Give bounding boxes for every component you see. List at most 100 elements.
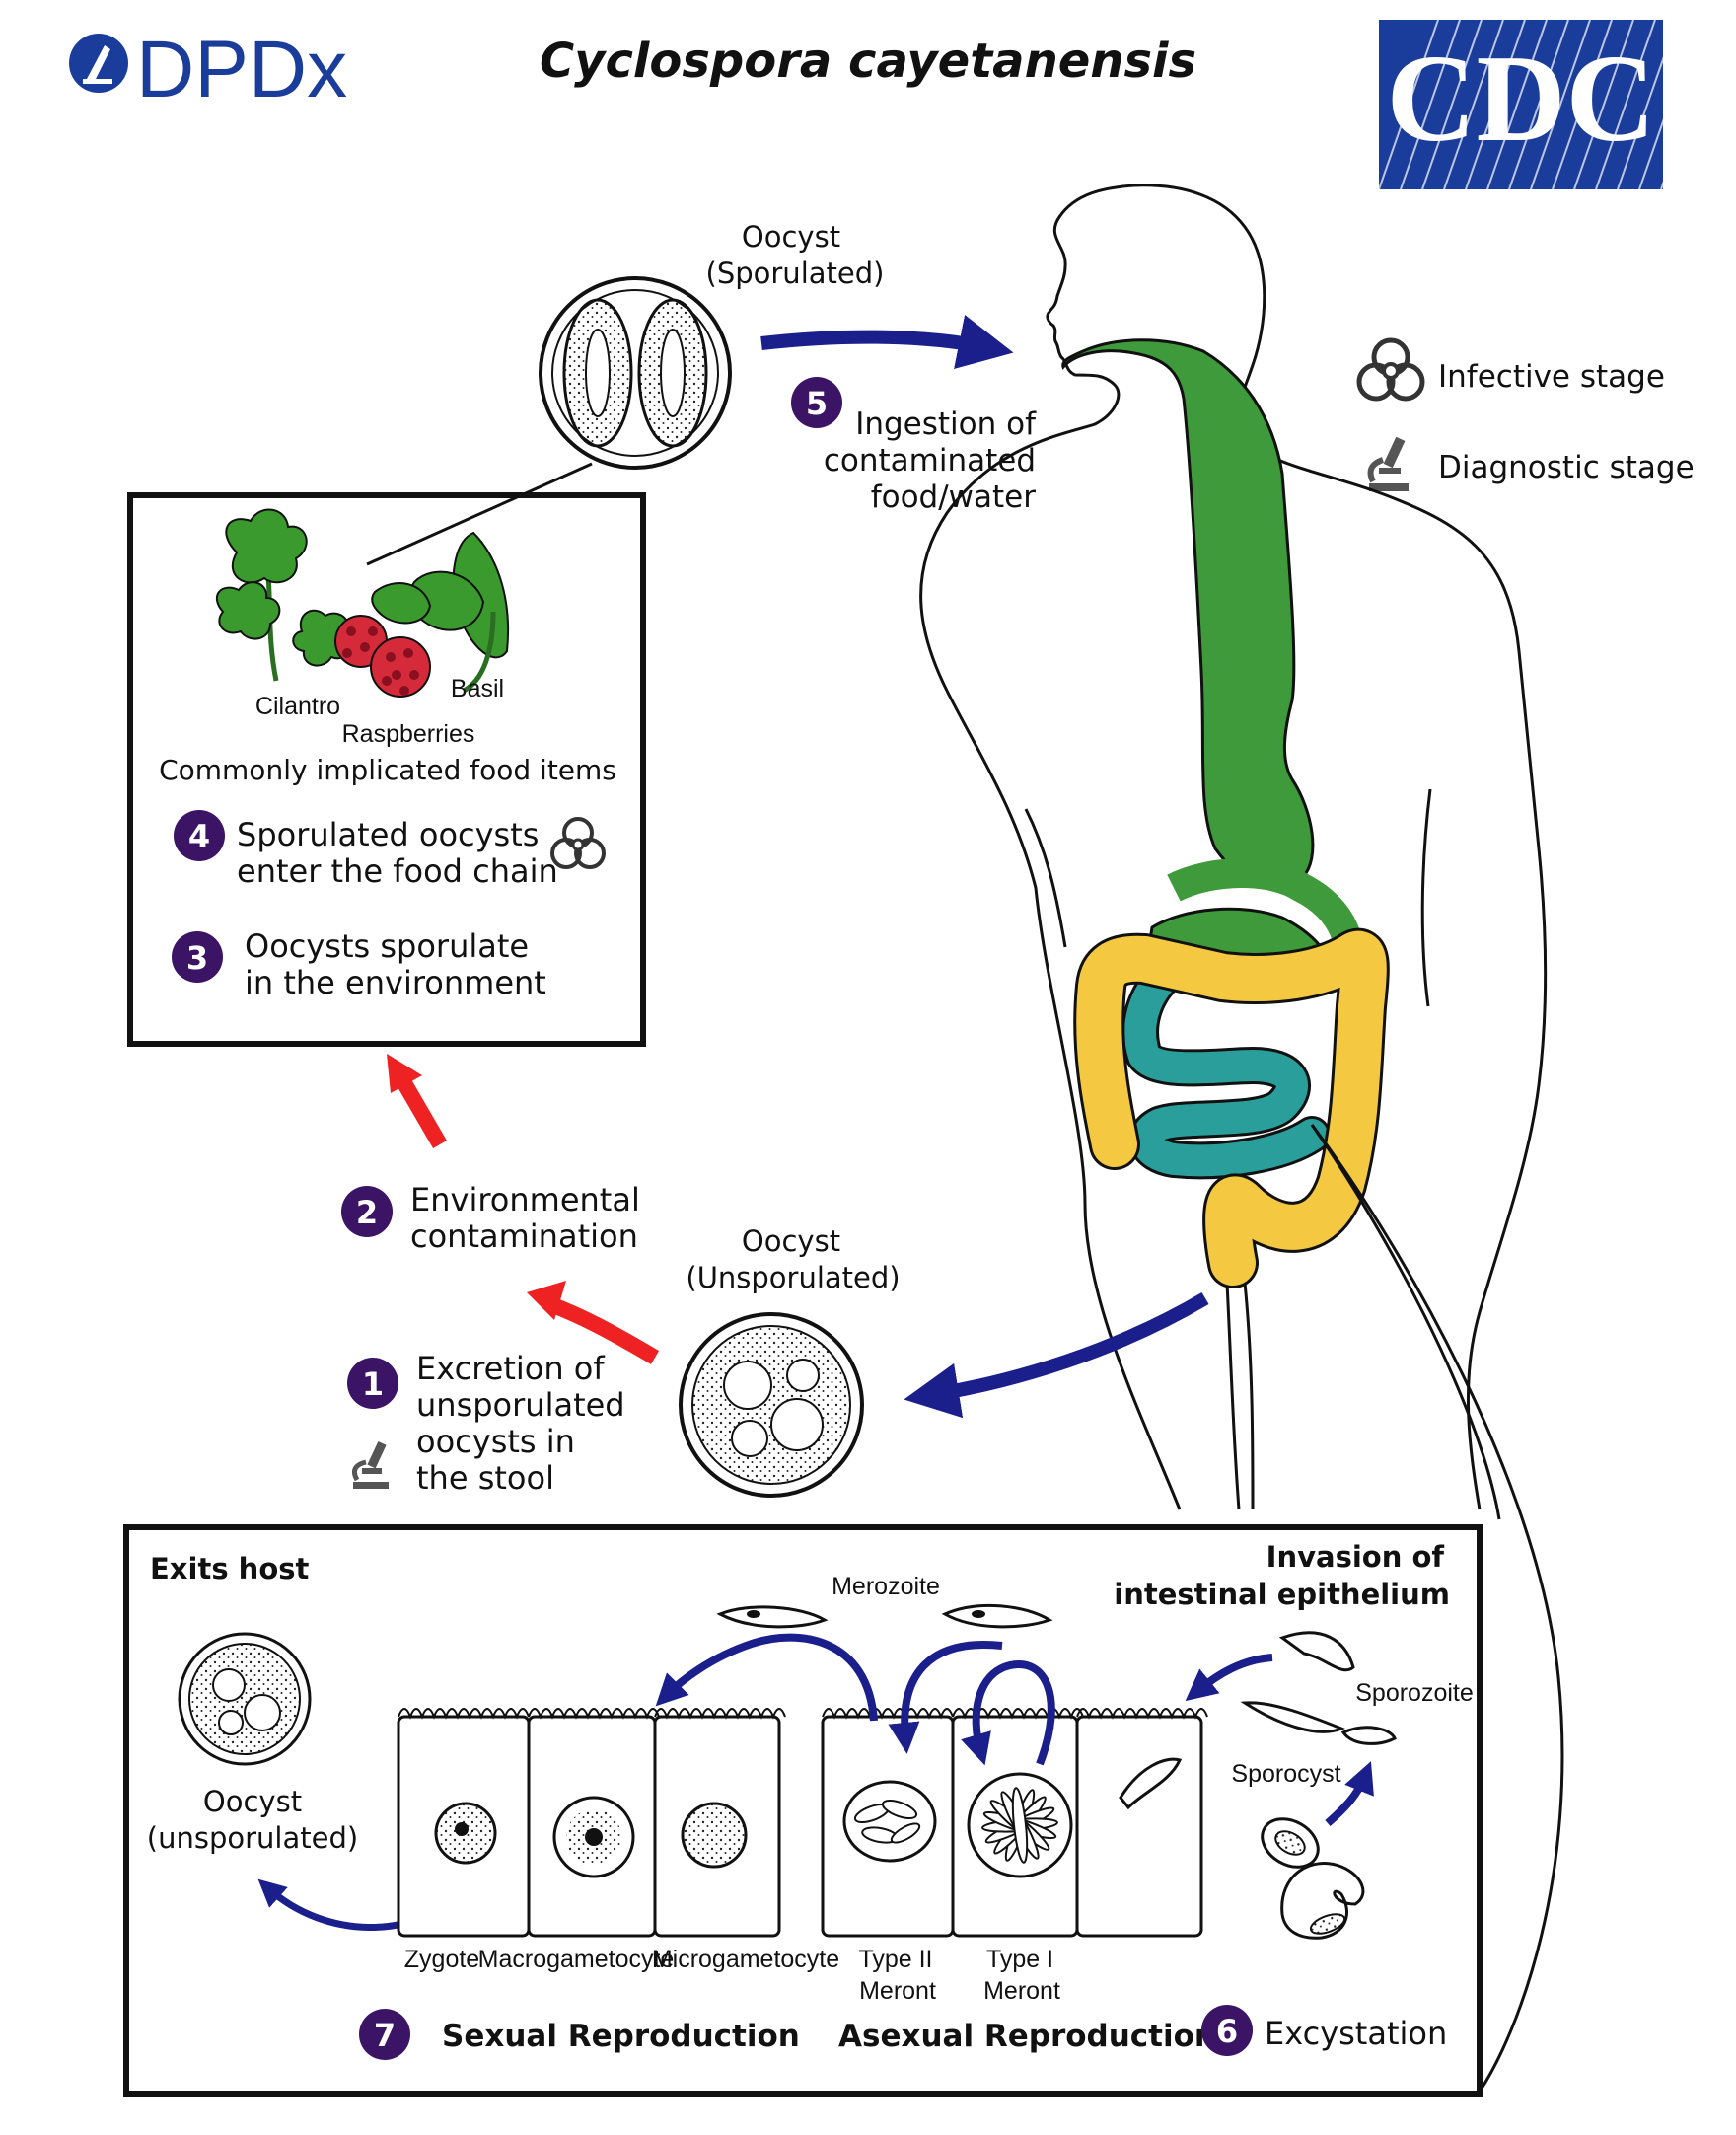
- merozoite-left: [716, 1605, 829, 1629]
- step-4-number: 4: [188, 818, 210, 855]
- macrogametocyte-label: Macrogametocyte: [478, 1946, 675, 1973]
- asexual-reproduction-label: Asexual Reproduction: [838, 2019, 1216, 2054]
- excysting-oocyst: [1280, 1862, 1365, 1940]
- type-1-meront-label-2: Meront: [983, 1977, 1060, 2005]
- step-1-line-2: unsporulated: [416, 1386, 625, 1424]
- zoom-line-inner: [1310, 1124, 1501, 1520]
- oocyst-connector-line: [366, 462, 593, 566]
- step-4-line-1: Sporulated oocysts: [237, 816, 539, 853]
- step-1-line-1: Excretion of: [416, 1350, 605, 1387]
- small-intestine: [1121, 958, 1331, 1180]
- diagnostic-stage-icon: [1367, 436, 1409, 491]
- sexual-reproduction-label: Sexual Reproduction: [442, 2019, 800, 2054]
- step-4-line-2: enter the food chain: [237, 852, 558, 890]
- step-3-line-1: Oocysts sporulate: [245, 927, 529, 965]
- type1-cycle-arrow: [961, 1660, 1055, 1766]
- cilantro-label: Cilantro: [255, 693, 340, 720]
- excystation-label: Excystation: [1265, 2015, 1447, 2052]
- merozoite-to-sexual-arrow: [655, 1633, 878, 1722]
- zoom-line-outer: [1310, 1124, 1564, 2093]
- oocyst-unsporulated-label: Oocyst: [742, 1224, 840, 1258]
- sporozoite-label: Sporozoite: [1355, 1679, 1474, 1707]
- type-1-meront-label-1: Type I: [986, 1946, 1053, 1973]
- step-5-badge: [791, 377, 842, 428]
- page-title: Cyclospora cayetanensis: [540, 34, 1196, 89]
- ingestion-arrow: [760, 315, 1014, 369]
- step-3-badge: [172, 931, 223, 983]
- raspberries-illustration: [334, 615, 431, 698]
- step-5-number: 5: [806, 385, 828, 422]
- sporulated-oocyst: [539, 276, 732, 470]
- step-5-line-1: Ingestion of: [855, 406, 1037, 442]
- epithelial-cell: [1075, 1708, 1208, 1938]
- step-2-line-2: contamination: [410, 1217, 638, 1255]
- raspberries-label: Raspberries: [342, 720, 475, 748]
- step-2-number: 2: [356, 1194, 378, 1231]
- type-2-meront: [842, 1780, 937, 1863]
- arrow-to-environment: [547, 1296, 660, 1364]
- merozoite-right: [941, 1604, 1053, 1629]
- invasion-label-line-2: intestinal epithelium: [1114, 1578, 1450, 1611]
- step-7-badge: [359, 2009, 410, 2060]
- lower-unsporulated-oocyst: [178, 1632, 312, 1766]
- step-6-number: 6: [1216, 2013, 1238, 2050]
- lower-oocyst-sublabel: (unsporulated): [147, 1821, 358, 1855]
- exits-host-label: Exits host: [150, 1552, 310, 1585]
- human-body-outline: [919, 184, 1548, 1510]
- step-1-line-3: oocysts in: [416, 1423, 575, 1460]
- zygote: [434, 1802, 497, 1865]
- legend-diagnostic-label: Diagnostic stage: [1438, 450, 1695, 485]
- invasion-label-line-1: Invasion of: [1266, 1540, 1445, 1574]
- invasion-arrow: [1185, 1654, 1273, 1702]
- step-1-number: 1: [362, 1365, 384, 1403]
- microgametocyte-label: Microgametocyte: [652, 1946, 839, 1973]
- step-2-line-1: Environmental: [410, 1181, 640, 1218]
- sporocyst-label: Sporocyst: [1231, 1760, 1340, 1788]
- excystation-arrow: [1325, 1761, 1374, 1827]
- step-3-number: 3: [186, 939, 208, 977]
- type-2-meront-label-2: Meront: [859, 1977, 936, 2005]
- cdc-logo-text: CDC: [1387, 31, 1656, 168]
- step-7-number: 7: [374, 2017, 396, 2054]
- sporocyst: [1261, 1817, 1320, 1869]
- food-chain-box: [127, 492, 646, 1047]
- oocyst-sporulated-label: Oocyst: [742, 220, 840, 254]
- sporozoites: [1240, 1631, 1397, 1745]
- step-1-diagnostic-icon: [352, 1440, 389, 1489]
- basil-illustration: [371, 531, 509, 694]
- cdc-logo: CDC: [1378, 19, 1736, 190]
- unsporulated-oocyst: [679, 1312, 864, 1498]
- microgametocyte: [681, 1802, 748, 1869]
- step-3-line-2: in the environment: [245, 964, 546, 1001]
- step-6-badge: [1201, 2005, 1253, 2056]
- intestinal-cycle-panel: [123, 1524, 1483, 2097]
- merozoite-label: Merozoite: [832, 1573, 940, 1600]
- cilantro-illustration: [216, 508, 351, 682]
- colon: [1073, 927, 1390, 1288]
- infective-stage-icon: [1356, 337, 1425, 402]
- step-4-infective-icon: [550, 817, 606, 869]
- step-1-line-4: the stool: [416, 1459, 554, 1497]
- dpdx-logo-text: DPDx: [136, 25, 347, 114]
- step-4-badge: [174, 810, 225, 861]
- zygote-label: Zygote: [404, 1946, 479, 1973]
- legend-infective-label: Infective stage: [1438, 359, 1665, 395]
- dpdx-logo: DPDx: [69, 25, 347, 114]
- food-items-label: Commonly implicated food items: [159, 754, 616, 786]
- merozoite-reinvade-arrow: [888, 1641, 1003, 1754]
- sporozoite-in-cell: [1119, 1757, 1183, 1810]
- oocyst-sporulated-sublabel: (Sporulated): [706, 257, 885, 290]
- step-5-line-3: food/water: [871, 479, 1037, 515]
- type-1-meront: [967, 1772, 1073, 1878]
- oocyst-unsporulated-sublabel: (Unsporulated): [686, 1261, 900, 1294]
- step-5-line-2: contaminated: [824, 443, 1036, 479]
- arrow-to-food-box: [398, 1078, 447, 1149]
- type-2-meront-label-1: Type II: [858, 1946, 932, 1973]
- step-1-badge: [347, 1358, 398, 1409]
- macrogametocyte: [552, 1796, 635, 1878]
- epithelial-cells: [397, 1708, 1208, 1938]
- step-2-badge: [341, 1186, 393, 1237]
- excretion-arrow: [904, 1291, 1209, 1419]
- basil-label: Basil: [451, 675, 504, 702]
